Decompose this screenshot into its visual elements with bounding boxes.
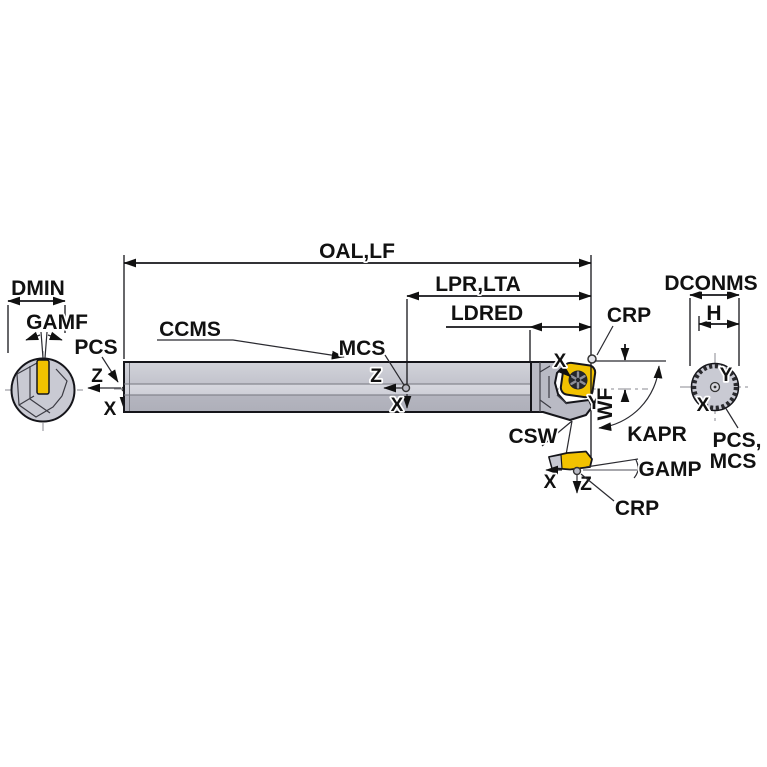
ldred-dimension [446, 322, 592, 361]
kapr-label: KAPR [627, 423, 687, 446]
ccms-label: CCMS [159, 318, 221, 341]
shank-center-dot [713, 385, 717, 389]
dmin-dimension [7, 296, 66, 353]
pcs-mcs-label-line2: MCS [710, 450, 757, 473]
dconms-dimension [689, 290, 740, 366]
gamf-label: GAMF [26, 311, 88, 334]
bottom-insert-view: GAMP X Z CRP [542, 450, 703, 522]
head-x-axis-label: X [554, 351, 567, 372]
mid-z-axis-label: Z [370, 366, 382, 387]
h-dimension [698, 316, 740, 331]
mcs-point [401, 383, 411, 393]
left-end-view: DMIN GAMF PCS Z X [5, 275, 129, 431]
wf-label: WF [594, 388, 617, 421]
gamf-angle [25, 331, 63, 359]
left-x-axis-label: X [104, 399, 117, 420]
h-label: H [706, 302, 721, 325]
lpr-lta-label: LPR,LTA [435, 273, 521, 296]
bottom-z-axis-label: Z [580, 474, 592, 495]
cutting-head-facets [539, 362, 568, 412]
pcs-mcs-leader [724, 406, 739, 429]
mid-x-axis-label: X [391, 395, 404, 416]
gamp-angle [583, 458, 639, 479]
shank-knurled-rim [691, 363, 739, 411]
crp-bottom-leader [580, 473, 615, 502]
left-view-insert [36, 359, 50, 395]
right-end-view: DCONMS H Y X PCS, MCS [663, 270, 764, 475]
bottom-crp-point [572, 466, 582, 476]
crp-bottom-label: CRP [615, 497, 659, 520]
left-end-facets [16, 362, 68, 418]
oal-lf-label: OAL,LF [319, 240, 395, 263]
pcs-left-label: PCS [74, 336, 117, 359]
right-y-axis-label: Y [720, 365, 733, 386]
pcs-mcs-label-line1: PCS, [712, 429, 761, 452]
head-to-insert-projection [565, 420, 573, 456]
boring-bar-shank [123, 361, 532, 413]
mcs-label: MCS [339, 337, 386, 360]
crp-corner-point [587, 354, 597, 364]
bottom-insert-shim [548, 454, 563, 470]
gamp-label: GAMP [639, 458, 702, 481]
dmin-label: DMIN [11, 277, 65, 300]
csw-label: CSW [509, 425, 558, 448]
pcs-left-leader [101, 356, 119, 383]
mcs-leader [384, 354, 405, 386]
lpr-lta-dimension [406, 291, 592, 384]
csw-leader [541, 420, 573, 447]
kapr-angle-arc [598, 365, 663, 431]
main-side-view: CCMS MCS Z X OAL,LF LPR,LTA LDRED [114, 238, 689, 460]
ldred-label: LDRED [451, 302, 523, 325]
crp-top-leader [596, 325, 614, 356]
left-z-axis-label: Z [91, 366, 103, 387]
head-x-axis-arrow [558, 365, 572, 378]
bottom-x-axis-label: X [544, 472, 557, 493]
right-x-axis-label: X [697, 395, 710, 416]
crp-top-label: CRP [607, 304, 651, 327]
dconms-label: DCONMS [664, 272, 757, 295]
insert-clamp-screw [568, 370, 588, 390]
ccms-callout [157, 339, 345, 360]
